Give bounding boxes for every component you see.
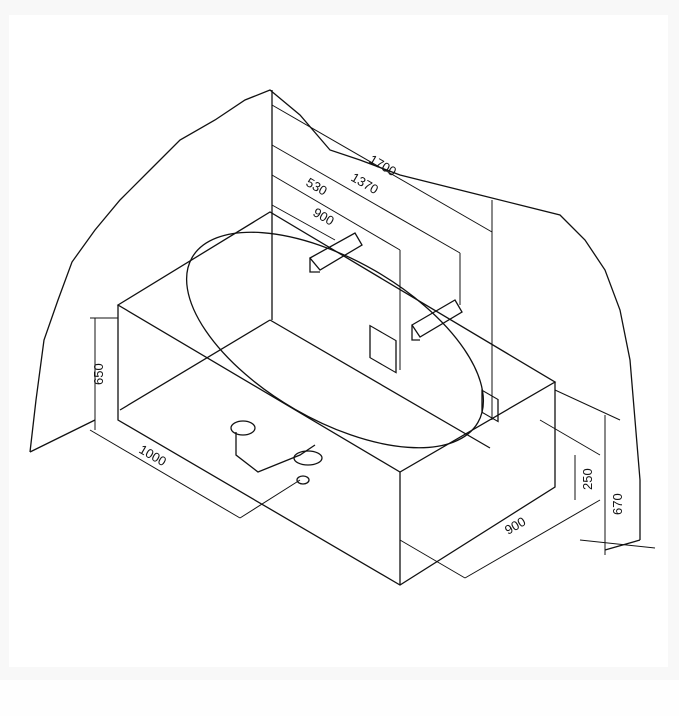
dim-1000: 1000 bbox=[137, 442, 170, 469]
dim-250: 250 bbox=[580, 468, 595, 490]
spout-lower bbox=[411, 299, 463, 341]
tub-basin bbox=[185, 231, 485, 449]
drain-overflow bbox=[230, 420, 323, 485]
control-panel bbox=[481, 389, 499, 423]
paper bbox=[9, 15, 668, 667]
dim-900-spout: 900 bbox=[311, 205, 337, 229]
mixer-panel bbox=[369, 324, 397, 374]
dim-650: 650 bbox=[91, 363, 106, 385]
dimension-labels: 1700 1370 530 900 650 1000 250 670 900 bbox=[91, 152, 625, 538]
dim-1700: 1700 bbox=[367, 152, 400, 179]
dim-530: 530 bbox=[304, 175, 330, 199]
bathtub-box bbox=[116, 211, 557, 586]
dimension-lines bbox=[89, 104, 656, 579]
spout-upper bbox=[308, 232, 363, 273]
dim-670: 670 bbox=[610, 493, 625, 515]
wall-outline bbox=[29, 89, 641, 540]
dim-1370: 1370 bbox=[349, 170, 382, 197]
